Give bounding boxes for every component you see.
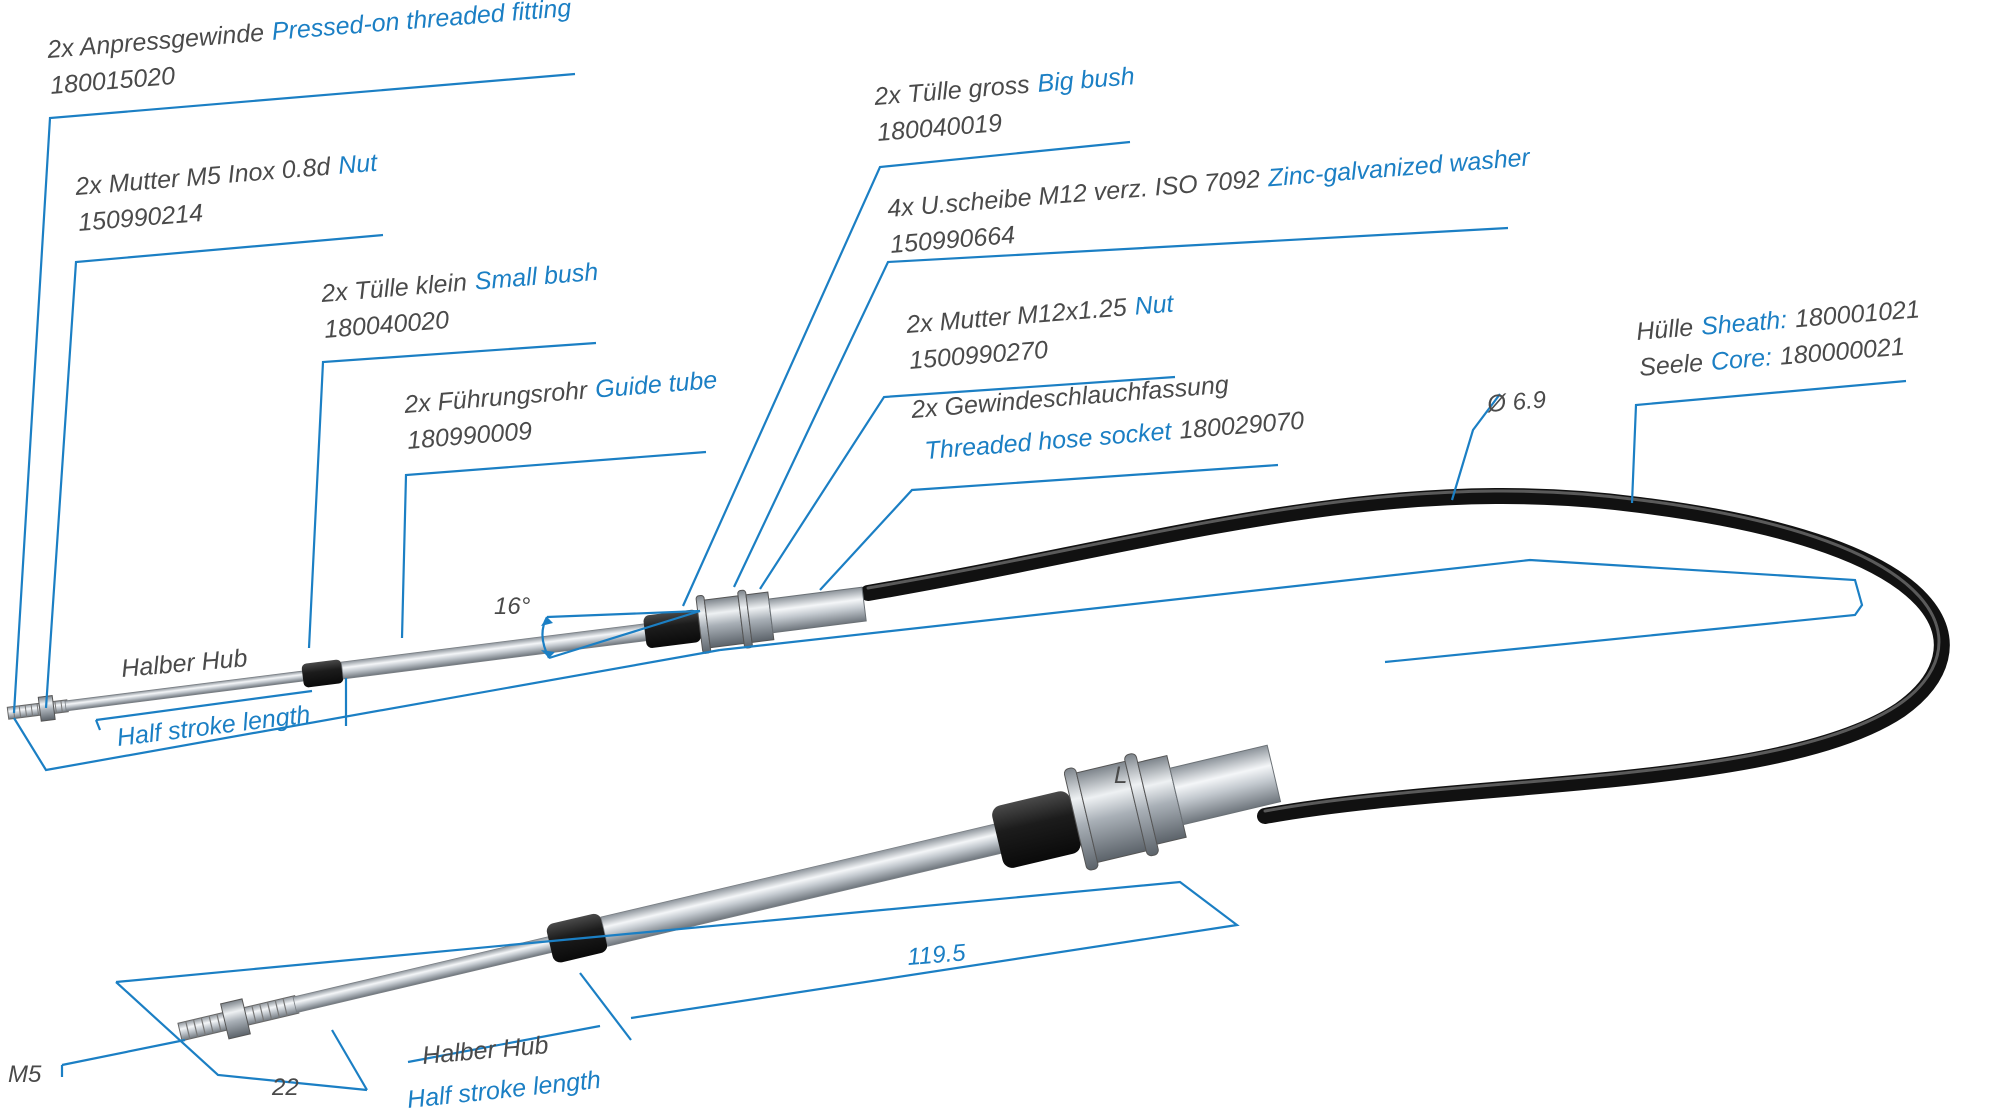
small-bush-en: Small bush xyxy=(474,258,600,296)
core-en: Core: xyxy=(1710,343,1773,376)
pressed-fitting-en: Pressed-on threaded fitting xyxy=(271,0,573,46)
nut-m5-part: 150990214 xyxy=(77,199,204,237)
callout-hose-socket: 2x Gewindeschlauchfassung Threaded hose … xyxy=(909,371,1305,466)
pressed-fitting-part: 180015020 xyxy=(49,62,176,100)
big-bush-en: Big bush xyxy=(1036,62,1135,98)
top-end-fitting xyxy=(6,586,867,722)
half-stroke-top-en: Half stroke length xyxy=(115,700,312,752)
thread-label: M5 xyxy=(8,1061,42,1088)
bottom-end-fitting xyxy=(177,744,1282,1042)
nut-m12-en: Nut xyxy=(1133,290,1175,321)
top-big-bush xyxy=(643,609,701,648)
half-stroke-bottom-de: Halber Hub xyxy=(421,1031,550,1070)
bottom-hose-socket xyxy=(1169,744,1282,826)
guide-tube-part: 180990009 xyxy=(406,417,533,455)
svg-text:4x U.scheibe M12 verz. ISO 709: 4x U.scheibe M12 verz. ISO 7092Zinc-galv… xyxy=(886,143,1532,223)
washer-part: 150990664 xyxy=(889,221,1016,259)
diameter-label: Ø 6.9 xyxy=(1485,386,1547,418)
big-bush-de: 2x Tülle gross xyxy=(872,71,1030,111)
sheath-part: 180001021 xyxy=(1794,295,1921,333)
big-bush-part: 180040019 xyxy=(876,109,1003,147)
sheath-de: Hülle xyxy=(1635,314,1694,346)
bottom-m5-nut xyxy=(220,998,251,1040)
sheath-hose-highlight xyxy=(866,489,1941,813)
bottom-big-bush xyxy=(992,791,1081,868)
washer-de: 4x U.scheibe M12 verz. ISO 7092 xyxy=(886,165,1261,223)
core-de: Seele xyxy=(1638,349,1704,382)
rod-length-label: 119.5 xyxy=(906,939,967,971)
thread-length-label: 22 xyxy=(271,1074,299,1101)
sheath-hose xyxy=(860,488,1950,824)
top-nut-m12 xyxy=(703,595,745,649)
nut-m5-de: 2x Mutter M5 Inox 0.8d xyxy=(73,152,332,201)
half-stroke-bottom-en: Half stroke length xyxy=(406,1066,602,1114)
length-label: L xyxy=(1114,762,1127,789)
bottom-guide-tube xyxy=(600,819,1017,947)
washer-en: Zinc-galvanized washer xyxy=(1266,143,1533,192)
top-hose-socket xyxy=(768,586,867,634)
guide-tube-en: Guide tube xyxy=(594,366,718,404)
sheath-en: Sheath: xyxy=(1700,306,1788,341)
nut-m5-en: Nut xyxy=(337,149,379,180)
nut-m12-part: 1500990270 xyxy=(908,336,1049,375)
angle-label: 16° xyxy=(494,593,531,620)
guide-tube-de: 2x Führungsrohr xyxy=(402,376,590,419)
nut-m12-de: 2x Mutter M12x1.25 xyxy=(904,293,1128,339)
leader-lines xyxy=(12,72,1907,1092)
hose-socket-en: Threaded hose socket xyxy=(924,417,1174,465)
top-m5-nut xyxy=(37,695,56,722)
small-bush-part: 180040020 xyxy=(323,306,450,344)
top-small-bush xyxy=(301,659,344,688)
core-part: 180000021 xyxy=(1779,333,1906,371)
pressed-fitting-de: 2x Anpressgewinde xyxy=(45,19,265,64)
small-bush-de: 2x Tülle klein xyxy=(319,268,468,308)
half-stroke-top-de: Halber Hub xyxy=(120,644,249,683)
bottom-rod xyxy=(292,934,560,1014)
hose-socket-part: 180029070 xyxy=(1178,407,1305,445)
